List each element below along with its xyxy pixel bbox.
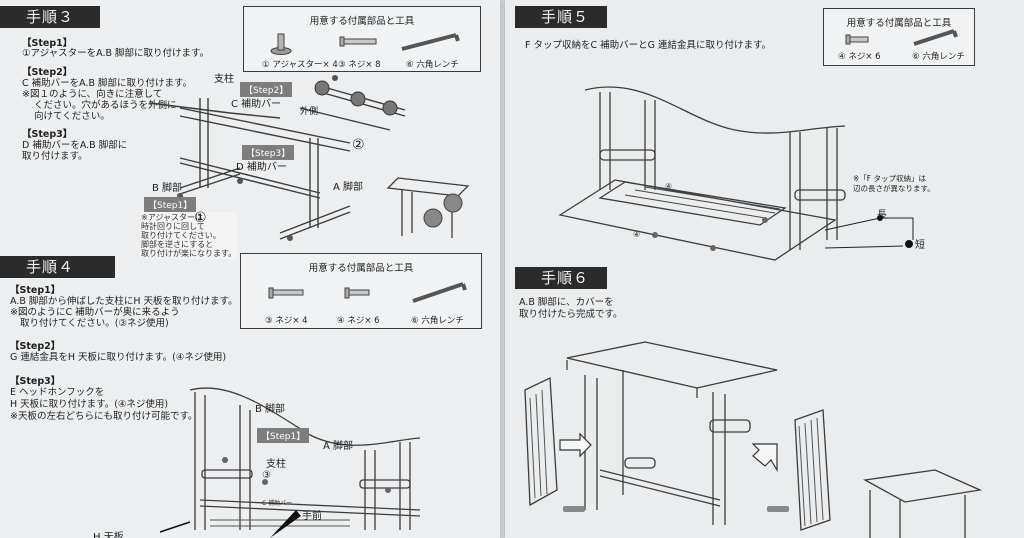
step3-assembly-drawing xyxy=(140,75,500,241)
step4-parts-illustration xyxy=(241,254,481,328)
step4-label-step1-tag: 【Step1】 xyxy=(257,428,310,443)
step5-parts-illustration xyxy=(824,9,974,65)
step4-step1-text: A.B 脚部から伸ばした支柱にH 天板を取り付けます。 xyxy=(10,296,238,307)
step3-step1-tag: 【Step1】 xyxy=(22,38,73,49)
step3-header: 手順３ xyxy=(0,6,100,28)
step5-header: 手順５ xyxy=(515,6,607,28)
step3-part-screw3: ③ ネジ× 8 xyxy=(338,60,381,70)
step4-part-screw3: ③ ネジ× 4 xyxy=(265,316,308,326)
step3-step3-tag: 【Step3】 xyxy=(22,129,73,140)
step3-part-hex-wrench: ⑥ 六角レンチ xyxy=(406,60,459,70)
step5-dimension-lines xyxy=(825,215,925,270)
step5-header-text: 手順５ xyxy=(541,8,590,26)
step3-step2-note2: ください。穴があるほうを外側に xyxy=(34,100,177,111)
step6-header: 手順６ xyxy=(515,267,607,289)
step4-step3-text1: E ヘッドホンフックを xyxy=(10,387,105,398)
step4-label-front: 手前 xyxy=(302,511,322,522)
step4-label-b-leg: B 脚部 xyxy=(255,404,286,415)
step3-part-adjuster: ① アジャスター× 4 xyxy=(262,60,338,70)
step5-parts-box: 用意する付属部品と工具 ④ ネジ× 6 ⑥ 六角レンチ xyxy=(823,8,975,66)
step3-label-d-bar-tag: 【Step3】 xyxy=(242,145,295,160)
step4-label-a-leg: A 脚部 xyxy=(323,441,354,452)
step4-assembly-drawing xyxy=(120,380,500,538)
step4-step1-note1: ※図のようにC 補助バーが奥に来るよう xyxy=(10,307,180,318)
step3-label-d-bar: D 補助バー xyxy=(236,162,287,173)
step4-part-screw4: ④ ネジ× 6 xyxy=(337,316,380,326)
step3-header-text: 手順３ xyxy=(26,8,75,26)
step3-step3-text1: D 補助バーをA.B 脚部に xyxy=(22,140,128,151)
step4-step3-text2: H 天板に取り付けます。(④ネジ使用) xyxy=(10,399,169,410)
step4-header-text: 手順４ xyxy=(26,258,75,276)
step5-label-long: 長 xyxy=(877,210,887,221)
step3-label-outside: 外側 xyxy=(300,107,319,117)
step4-part-hex-wrench: ⑥ 六角レンチ xyxy=(411,316,464,326)
step5-note2: 辺の長さが異なります。 xyxy=(853,184,935,193)
step3-step3-text2: 取り付けます。 xyxy=(22,151,88,162)
step6-text2: 取り付けたら完成です。 xyxy=(519,309,623,320)
step6-header-text: 手順６ xyxy=(541,269,590,287)
step5-parts-title: 用意する付属部品と工具 xyxy=(846,18,952,29)
step3-step2-tag: 【Step2】 xyxy=(22,67,73,78)
step4-label-h-top: H 天板 xyxy=(93,532,124,538)
step4-step2-tag: 【Step2】 xyxy=(10,341,61,352)
step3-label-step1-tag: 【Step1】 xyxy=(144,197,197,212)
step3-label-support-column: 支柱 xyxy=(214,74,234,85)
step5-part-hex-wrench: ⑥ 六角レンチ xyxy=(912,52,965,62)
step5-part-screw4: ④ ネジ× 6 xyxy=(838,52,881,62)
step5-callout-4b: ④ xyxy=(633,230,641,239)
step4-parts-title: 用意する付属部品と工具 xyxy=(308,263,414,274)
step3-step2-note1: ※図１のように、向きに注意して xyxy=(22,89,163,100)
step4-label-support-column: 支柱 xyxy=(266,459,286,470)
step5-text: F タップ収納をC 補助バーとG 連結金具に取り付けます。 xyxy=(525,40,772,51)
step6-text1: A.B 脚部に、カバーを xyxy=(519,297,614,308)
step4-step3-tag: 【Step3】 xyxy=(10,376,61,387)
step3-parts-illustration xyxy=(244,7,480,71)
step5-assembly-drawing xyxy=(565,70,885,270)
step4-step3-note: ※天板の左右どちらにも取り付け可能です。 xyxy=(10,411,198,422)
step5-label-short: 短 xyxy=(915,240,925,251)
step4-callout-3: ③ xyxy=(262,470,271,481)
step3-label-b-leg: B 脚部 xyxy=(152,183,183,194)
step5-callout-4a: ④ xyxy=(665,182,673,191)
step3-callout-1: ① xyxy=(194,210,207,226)
manual-sheet-left: 手順３ 【Step1】 ①アジャスターをA.B 脚部に取り付けます。 【Step… xyxy=(0,0,500,538)
step3-adjuster-note: ※アジャスターは 時計回りに回して 取り付けてください。 脚部を逆さにすると 取… xyxy=(140,212,238,259)
step3-step1-text: ①アジャスターをA.B 脚部に取り付けます。 xyxy=(22,48,210,59)
step3-label-a-leg: A 脚部 xyxy=(333,182,364,193)
step6-assembly-drawing xyxy=(505,330,1024,538)
step4-label-c-bar: C 補助バー xyxy=(262,500,293,507)
step3-parts-title: 用意する付属部品と工具 xyxy=(309,16,415,27)
step3-step2-text: C 補助バーをA.B 脚部に取り付けます。 xyxy=(22,78,193,89)
step4-parts-box: 用意する付属部品と工具 ③ ネジ× 4 ④ ネジ× 6 ⑥ 六角レンチ xyxy=(240,253,482,329)
step3-step2-note3: 向けてください。 xyxy=(34,111,110,122)
step3-label-c-bar: C 補助バー xyxy=(231,99,282,110)
step3-parts-box: 用意する付属部品と工具 ① アジャスター× 4 ③ ネジ× 8 ⑥ 六角レンチ xyxy=(243,6,481,72)
step3-callout-2: ② xyxy=(352,137,365,153)
step4-step1-tag: 【Step1】 xyxy=(10,285,61,296)
step4-step2-text: G 連結金具をH 天板に取り付けます。(④ネジ使用) xyxy=(10,352,227,363)
step5-note1: ※「F タップ収納」は xyxy=(853,174,926,183)
manual-sheet-right: 手順５ F タップ収納をC 補助バーとG 連結金具に取り付けます。 用意する付属… xyxy=(505,0,1024,538)
step4-step1-note2: 取り付けてください。(③ネジ使用) xyxy=(20,318,169,329)
step3-label-c-bar-tag: 【Step2】 xyxy=(240,82,293,97)
step4-header: 手順４ xyxy=(0,256,115,278)
